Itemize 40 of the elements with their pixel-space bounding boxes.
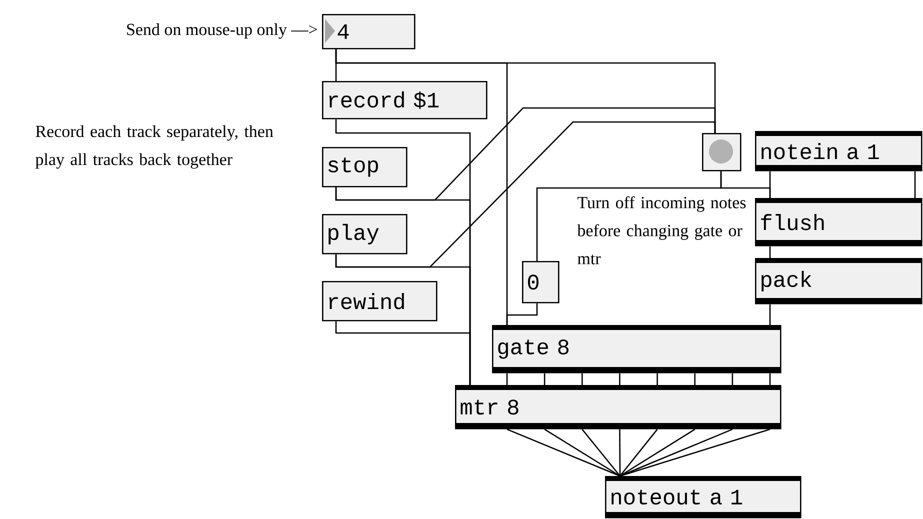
object-box: noteout a 1 (605, 476, 802, 518)
patch-cord (619, 429, 621, 476)
object-box: pack (755, 258, 922, 304)
message-box: record $1 (322, 81, 488, 120)
bang-button (702, 133, 742, 172)
patch-cord (506, 303, 538, 325)
patch-cord (335, 121, 716, 268)
patch-cord (619, 373, 620, 385)
patch-cord (769, 373, 771, 385)
patch-cord (582, 428, 620, 476)
patch-cord (335, 107, 716, 201)
patch-cord (544, 428, 620, 477)
patch-cord (506, 428, 620, 477)
message-box: rewind (322, 281, 438, 322)
patch-cord (620, 428, 733, 477)
object-box: gate 8 (492, 325, 782, 374)
patch-cord (769, 246, 771, 258)
comment-text: Turn off incoming notes before changing gate or mtr (577, 196, 746, 264)
patch-cord (769, 304, 771, 325)
patch-cord (914, 171, 916, 198)
patch-cord (769, 171, 771, 198)
number-box: 4 (322, 14, 416, 50)
patch-cord (620, 428, 696, 477)
patch-cord (620, 428, 658, 476)
patch-cord (620, 428, 770, 477)
object-box: notein a 1 (755, 131, 922, 172)
patch-cord (335, 321, 471, 385)
message-box: 0 (522, 261, 560, 304)
message-box: play (322, 214, 408, 254)
patch-cord (732, 373, 734, 385)
patch-cord (656, 373, 658, 385)
message-box: stop (322, 147, 408, 188)
patch-cord (506, 373, 508, 385)
patch-cord (544, 373, 546, 385)
comment-text: Send on mouse-up only —> (127, 23, 317, 39)
object-box: flush (755, 198, 922, 246)
patch-cord (582, 373, 583, 385)
comment-text: Record each track separately, then play all tracks back together (35, 125, 274, 169)
object-box: mtr 8 (455, 385, 782, 430)
patch-cord (694, 373, 696, 385)
